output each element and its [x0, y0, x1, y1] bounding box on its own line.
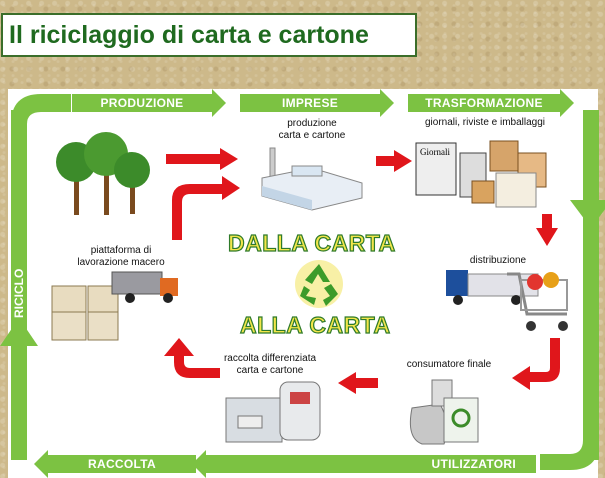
center-text-dalla-carta: DALLA CARTA [227, 229, 396, 256]
label-raccolta: raccolta differenziata carta e cartone [223, 353, 317, 376]
consumer-bins-illustration [409, 379, 479, 445]
page-title: Il riciclaggio di carta e cartone [9, 21, 369, 49]
banner-raccolta: RACCOLTA [34, 450, 196, 478]
label-giornali: giornali, riviste e imballaggi [424, 117, 546, 128]
red-arrow-bales-to-factory [172, 176, 240, 240]
banner-imprese: IMPRESE [240, 89, 394, 117]
bottom-right-corner [540, 440, 599, 470]
right-cycle-bar [583, 110, 599, 460]
red-arrow-trees-to-factory [166, 148, 238, 170]
label-consumatore: consumatore finale [406, 359, 492, 370]
center-text-alla-carta: ALLA CARTA [239, 311, 391, 338]
recycle-icon [295, 260, 343, 308]
bales-truck-illustration [51, 271, 178, 341]
red-arrow-factory-to-publications [376, 150, 412, 172]
shopping-cart-icon [507, 272, 568, 331]
red-arrow-collection-to-bales [164, 338, 220, 378]
left-up-arrow [0, 318, 38, 346]
banner-utilizzatori: UTILIZZATORI [192, 450, 536, 478]
title-box: Il riciclaggio di carta e cartone [1, 13, 417, 57]
red-arrow-publications-to-distribution [536, 214, 558, 246]
label-piattaforma: piattaforma di lavorazione macero [77, 245, 165, 268]
trees-illustration [56, 132, 150, 215]
label-distribuzione: distribuzione [469, 255, 527, 266]
label-produzione: produzione carta e cartone [278, 118, 346, 141]
left-cycle-bar [11, 110, 27, 460]
svg-text:Giornali: Giornali [420, 147, 450, 157]
factory-illustration [261, 147, 363, 211]
collection-bins-illustration [225, 381, 321, 443]
red-arrow-distribution-to-consumer [512, 338, 560, 390]
banner-produzione: PRODUZIONE [72, 89, 226, 117]
red-arrow-consumer-to-collection [338, 372, 378, 394]
top-left-corner [11, 94, 71, 124]
banner-riciclo: RICICLO [12, 268, 26, 318]
right-down-arrow [570, 200, 605, 228]
banner-trasformazione: TRASFORMAZIONE [408, 89, 574, 117]
publications-illustration: Giornali [415, 140, 547, 208]
